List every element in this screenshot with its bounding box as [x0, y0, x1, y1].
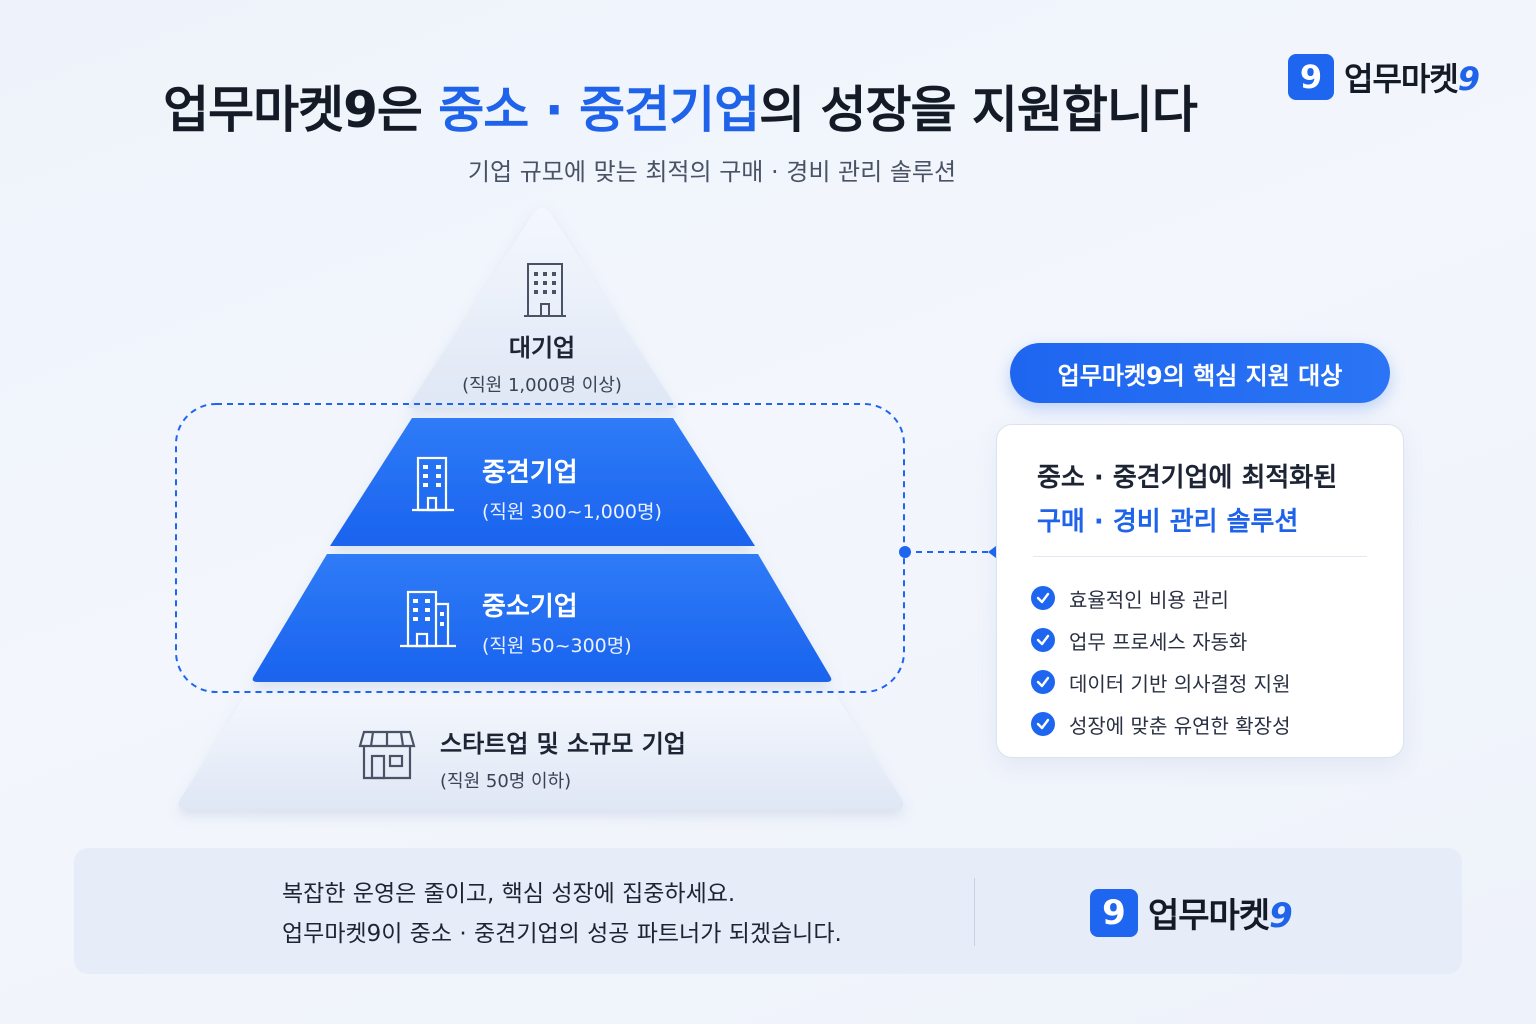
logo-nine: 9 — [1457, 60, 1480, 98]
banner-line2: 업무마켓9이 중소 · 중견기업의 성공 파트너가 되겠습니다. — [282, 921, 842, 947]
benefit-list: 효율적인 비용 관리 업무 프로세스 자동화 데이터 기반 의사결정 지원 성장… — [1031, 577, 1290, 745]
office-building-icon — [524, 263, 566, 317]
title-highlight: 중소 · 중견기업 — [438, 81, 760, 139]
small-office-icon — [400, 590, 456, 648]
logo-badge: 9 — [1288, 54, 1334, 100]
list-item: 성장에 맞춘 유연한 확장성 — [1031, 703, 1290, 745]
tier-sme-label: 중소기업 (직원 50~300명) — [482, 586, 632, 658]
title-prefix: 업무마켓9은 — [163, 81, 439, 139]
tier-enterprise-name: 대기업 — [508, 334, 576, 362]
list-item: 효율적인 비용 관리 — [1031, 577, 1290, 619]
tier-enterprise-label: 대기업 (직원 1,000명 이상) — [440, 328, 644, 397]
tier-midsize-label: 중견기업 (직원 300~1,000명) — [482, 452, 662, 524]
banner-line1: 복잡한 운영은 줄이고, 핵심 성장에 집중하세요. — [282, 881, 736, 907]
logo-text: 업무마켓9 — [1148, 888, 1293, 937]
banner-message: 복잡한 운영은 줄이고, 핵심 성장에 집중하세요. 업무마켓9이 중소 · 중… — [282, 874, 842, 954]
storefront-icon — [358, 730, 416, 780]
benefit-text: 업무 프로세스 자동화 — [1069, 629, 1248, 654]
benefit-text: 데이터 기반 의사결정 지원 — [1069, 671, 1291, 696]
tier-midsize-shape — [330, 418, 755, 546]
card-heading-line1: 중소 · 중견기업에 최적화된 — [1037, 463, 1338, 493]
connector-arrow — [988, 546, 996, 558]
logo-text: 업무마켓9 — [1344, 54, 1480, 100]
check-circle-icon — [1031, 670, 1055, 694]
check-circle-icon — [1031, 586, 1055, 610]
tier-startup-name: 스타트업 및 소규모 기업 — [440, 730, 686, 758]
check-circle-icon — [1031, 628, 1055, 652]
core-target-pill: 업무마켓9의 핵심 지원 대상 — [1010, 343, 1390, 403]
tier-startup-label: 스타트업 및 소규모 기업 (직원 50명 이하) — [440, 724, 686, 793]
card-divider — [1033, 556, 1367, 557]
title-suffix: 의 성장을 지원합니다 — [759, 81, 1198, 139]
tier-sme-size: (직원 50~300명) — [482, 635, 632, 657]
list-item: 데이터 기반 의사결정 지원 — [1031, 661, 1290, 703]
tier-startup-shape — [178, 692, 903, 810]
tier-sme-name: 중소기업 — [482, 592, 578, 622]
card-heading-line2: 구매 · 경비 관리 솔루션 — [1037, 507, 1299, 537]
solution-card: 중소 · 중견기업에 최적화된 구매 · 경비 관리 솔루션 효율적인 비용 관… — [996, 424, 1404, 758]
logo-wordmark: 업무마켓 — [1148, 896, 1270, 936]
logo-nine: 9 — [1269, 896, 1293, 936]
logo-wordmark: 업무마켓 — [1344, 60, 1459, 98]
connector-dot — [899, 546, 911, 558]
tier-sme-shape — [252, 554, 832, 682]
brand-logo-bottom: 9 업무마켓9 — [1090, 888, 1293, 937]
page-subtitle: 기업 규모에 맞는 최적의 구매 · 경비 관리 솔루션 — [467, 158, 957, 186]
check-circle-icon — [1031, 712, 1055, 736]
benefit-text: 효율적인 비용 관리 — [1069, 587, 1229, 612]
tier-startup-size: (직원 50명 이하) — [440, 771, 572, 792]
brand-logo-top: 9 업무마켓9 — [1288, 54, 1480, 100]
benefit-text: 성장에 맞춘 유연한 확장성 — [1069, 713, 1291, 738]
tier-midsize-size: (직원 300~1,000명) — [482, 501, 662, 523]
tier-midsize-name: 중견기업 — [482, 458, 578, 488]
list-item: 업무 프로세스 자동화 — [1031, 619, 1290, 661]
page-title: 업무마켓9은 중소 · 중견기업의 성장을 지원합니다 — [0, 70, 1360, 142]
logo-badge: 9 — [1090, 888, 1138, 937]
banner-divider — [974, 878, 975, 946]
bottom-banner: 복잡한 운영은 줄이고, 핵심 성장에 집중하세요. 업무마켓9이 중소 · 중… — [74, 848, 1462, 974]
office-tower-icon — [412, 456, 454, 512]
tier-enterprise-size: (직원 1,000명 이상) — [462, 375, 622, 396]
